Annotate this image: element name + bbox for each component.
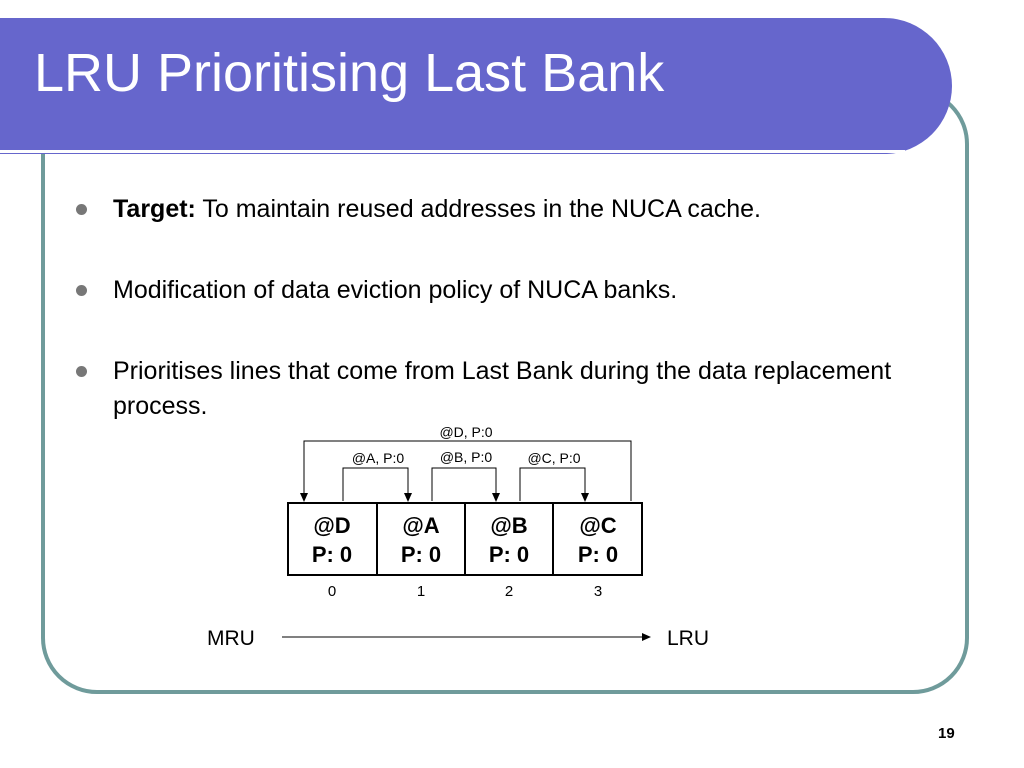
- bullet-bold-label: Target:: [113, 195, 196, 223]
- bank-cell-index: 3: [594, 583, 602, 600]
- arrow-label-a: @A, P:0: [352, 450, 405, 466]
- bullet-item: Target: To maintain reused addresses in …: [76, 192, 896, 227]
- bullet-dot-icon: [76, 366, 87, 377]
- bank-cell-index: 2: [505, 583, 513, 600]
- bullet-dot-icon: [76, 285, 87, 296]
- arrow-label-c: @C, P:0: [527, 450, 580, 466]
- bank-cell-address: @C: [579, 513, 616, 538]
- bank-cell-address: @D: [313, 513, 350, 538]
- bullet-dot-icon: [76, 204, 87, 215]
- bullet-item: Modification of data eviction policy of …: [76, 273, 896, 308]
- shift-arrow-c: [519, 467, 589, 502]
- bank-cell-priority: P: 0: [401, 542, 441, 567]
- bank-cell-index: 0: [328, 583, 336, 600]
- top-return-arrow: [300, 440, 632, 502]
- slide-number: 19: [938, 725, 955, 742]
- bank-cell-priority: P: 0: [489, 542, 529, 567]
- bullet-text: To maintain reused addresses in the NUCA…: [195, 195, 761, 223]
- bank-cell-priority: P: 0: [312, 542, 352, 567]
- lru-label: LRU: [667, 627, 709, 650]
- bullet-list: Target: To maintain reused addresses in …: [76, 192, 896, 424]
- bullet-item: Prioritises lines that come from Last Ba…: [76, 354, 896, 424]
- bank-cell-address: @A: [402, 513, 439, 538]
- bullet-text: Prioritises lines that come from Last Ba…: [113, 357, 892, 420]
- mru-label: MRU: [207, 627, 255, 650]
- bank-cell-priority: P: 0: [578, 542, 618, 567]
- slide-title: LRU Prioritising Last Bank: [34, 43, 665, 103]
- arrow-label-b: @B, P:0: [440, 449, 493, 465]
- bullet-text: Modification of data eviction policy of …: [113, 276, 678, 304]
- shift-arrow-a: [342, 467, 412, 502]
- arrow-label-top: @D, P:0: [439, 424, 492, 440]
- bank-cell-address: @B: [490, 513, 527, 538]
- bank-cell-index: 1: [417, 583, 425, 600]
- title-bar: [0, 18, 952, 154]
- bank-cells: @D P: 0 @A P: 0 @B P: 0 @C P: 0 0 1 2 3: [287, 502, 643, 600]
- title-underline: [0, 150, 905, 153]
- shift-arrow-b: [431, 467, 500, 502]
